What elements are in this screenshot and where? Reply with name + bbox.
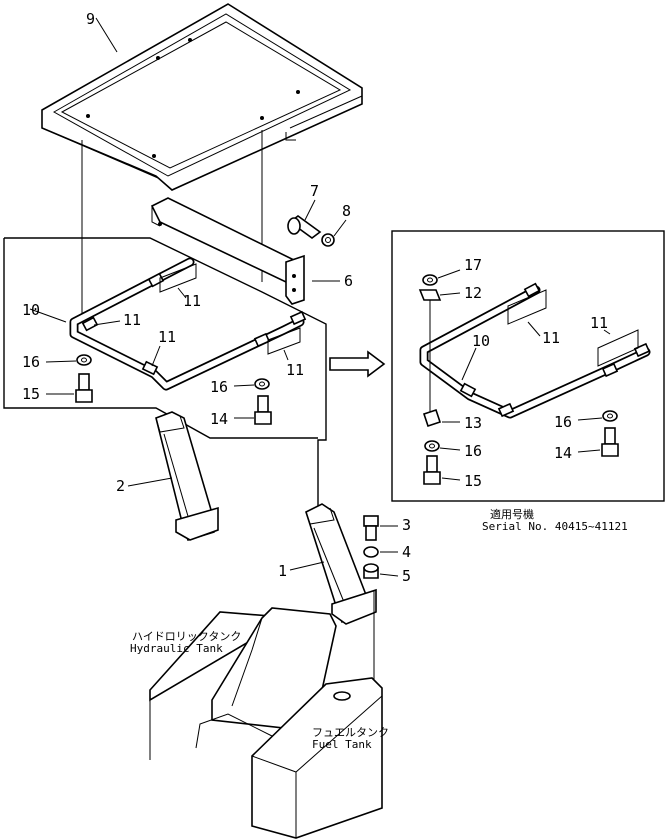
inset-callout-11-b: 11 <box>590 314 608 332</box>
callout-14: 14 <box>210 410 228 428</box>
washer-16-b <box>254 378 270 390</box>
inset-callout-12: 12 <box>464 284 482 302</box>
callout-8: 8 <box>342 202 351 220</box>
callout-1: 1 <box>278 562 287 580</box>
callout-10: 10 <box>22 301 40 319</box>
washer-16-a <box>76 354 92 366</box>
inset-callout-14: 14 <box>554 444 572 462</box>
inset-washer-16-b <box>602 410 618 422</box>
inset-handrail <box>419 282 651 419</box>
callout-16-a: 16 <box>22 353 40 371</box>
canopy-roof <box>41 3 363 191</box>
inset-callout-10: 10 <box>472 332 490 350</box>
inset-washer-16-a <box>424 440 440 452</box>
post-2 <box>155 411 219 541</box>
callout-6: 6 <box>344 272 353 290</box>
callout-11-c: 11 <box>158 328 176 346</box>
inset-plate-12 <box>418 289 442 301</box>
hydraulic-tank-en: Hydraulic Tank <box>130 642 223 655</box>
fuel-tank <box>251 677 383 839</box>
callout-7: 7 <box>310 182 319 200</box>
inset-callout-16-a: 16 <box>464 442 482 460</box>
post-1 <box>305 503 377 625</box>
inset-washer-17 <box>422 274 438 286</box>
bolt-7 <box>287 215 322 239</box>
inset-callout-15: 15 <box>464 472 482 490</box>
seat <box>195 607 337 749</box>
inset-bolt-15 <box>423 455 441 485</box>
bolt-14 <box>254 395 272 425</box>
callout-11-a: 11 <box>183 292 201 310</box>
handrail-10 <box>69 257 307 391</box>
inset-plate-13 <box>422 408 442 428</box>
inset-callout-11-a: 11 <box>542 329 560 347</box>
washer-4 <box>363 546 379 558</box>
callout-15: 15 <box>22 385 40 403</box>
serial-en: Serial No. 40415~41121 <box>482 520 628 533</box>
callout-5: 5 <box>402 567 411 585</box>
fuel-tank-en: Fuel Tank <box>312 738 372 751</box>
callout-11-d: 11 <box>286 361 304 379</box>
inset-callout-13: 13 <box>464 414 482 432</box>
callout-16-b: 16 <box>210 378 228 396</box>
arrow-to-inset <box>329 350 386 378</box>
callout-9: 9 <box>86 10 95 28</box>
inset-callout-17: 17 <box>464 256 482 274</box>
inset-callout-16-b: 16 <box>554 413 572 431</box>
clamp-11 <box>159 263 301 355</box>
serial-jp: 適用号機 <box>490 507 534 521</box>
callout-2: 2 <box>116 477 125 495</box>
inset-bolt-14 <box>601 427 619 457</box>
inset-box <box>391 230 665 502</box>
fuel-tank-jp: フュエルタンク <box>312 726 389 739</box>
washer-8 <box>321 233 335 247</box>
frame-outline <box>4 237 327 512</box>
bolt-3 <box>363 515 379 541</box>
callout-4: 4 <box>402 543 411 561</box>
callout-11-b: 11 <box>123 311 141 329</box>
upper-bracket <box>150 197 305 305</box>
bolt-15 <box>75 373 93 403</box>
callout-3: 3 <box>402 516 411 534</box>
hydraulic-tank-jp: ハイドロリックタンク <box>132 630 241 643</box>
